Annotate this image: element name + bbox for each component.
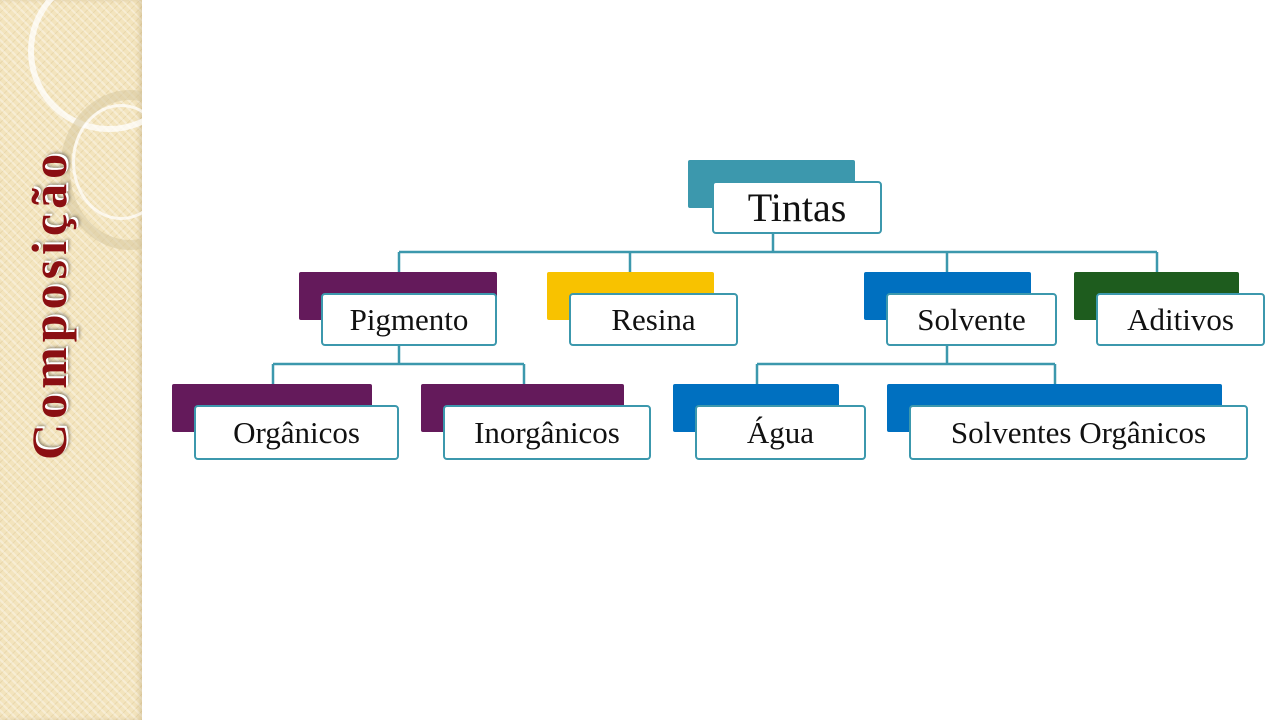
node-tintas: Tintas	[688, 160, 882, 234]
connector-solvente	[755, 344, 1057, 384]
sidebar-decoration: Composição	[0, 0, 142, 720]
node-label: Tintas	[712, 181, 882, 234]
node-pigmento: Pigmento	[299, 272, 497, 346]
node-label: Aditivos	[1096, 293, 1265, 346]
node-solvente: Solvente	[864, 272, 1057, 346]
node-organicos: Orgânicos	[172, 384, 399, 460]
node-aditivos: Aditivos	[1074, 272, 1265, 346]
node-solventes-organicos: Solventes Orgânicos	[887, 384, 1248, 460]
connector-root	[397, 232, 1159, 272]
node-label: Inorgânicos	[443, 405, 651, 460]
node-label: Resina	[569, 293, 738, 346]
node-label: Solvente	[886, 293, 1057, 346]
connector-pigmento	[271, 344, 526, 384]
node-label: Pigmento	[321, 293, 497, 346]
node-inorganicos: Inorgânicos	[421, 384, 651, 460]
node-label: Água	[695, 405, 866, 460]
node-label: Orgânicos	[194, 405, 399, 460]
connector-lines	[271, 232, 1159, 384]
node-label: Solventes Orgânicos	[909, 405, 1248, 460]
node-resina: Resina	[547, 272, 738, 346]
node-agua: Água	[673, 384, 866, 460]
